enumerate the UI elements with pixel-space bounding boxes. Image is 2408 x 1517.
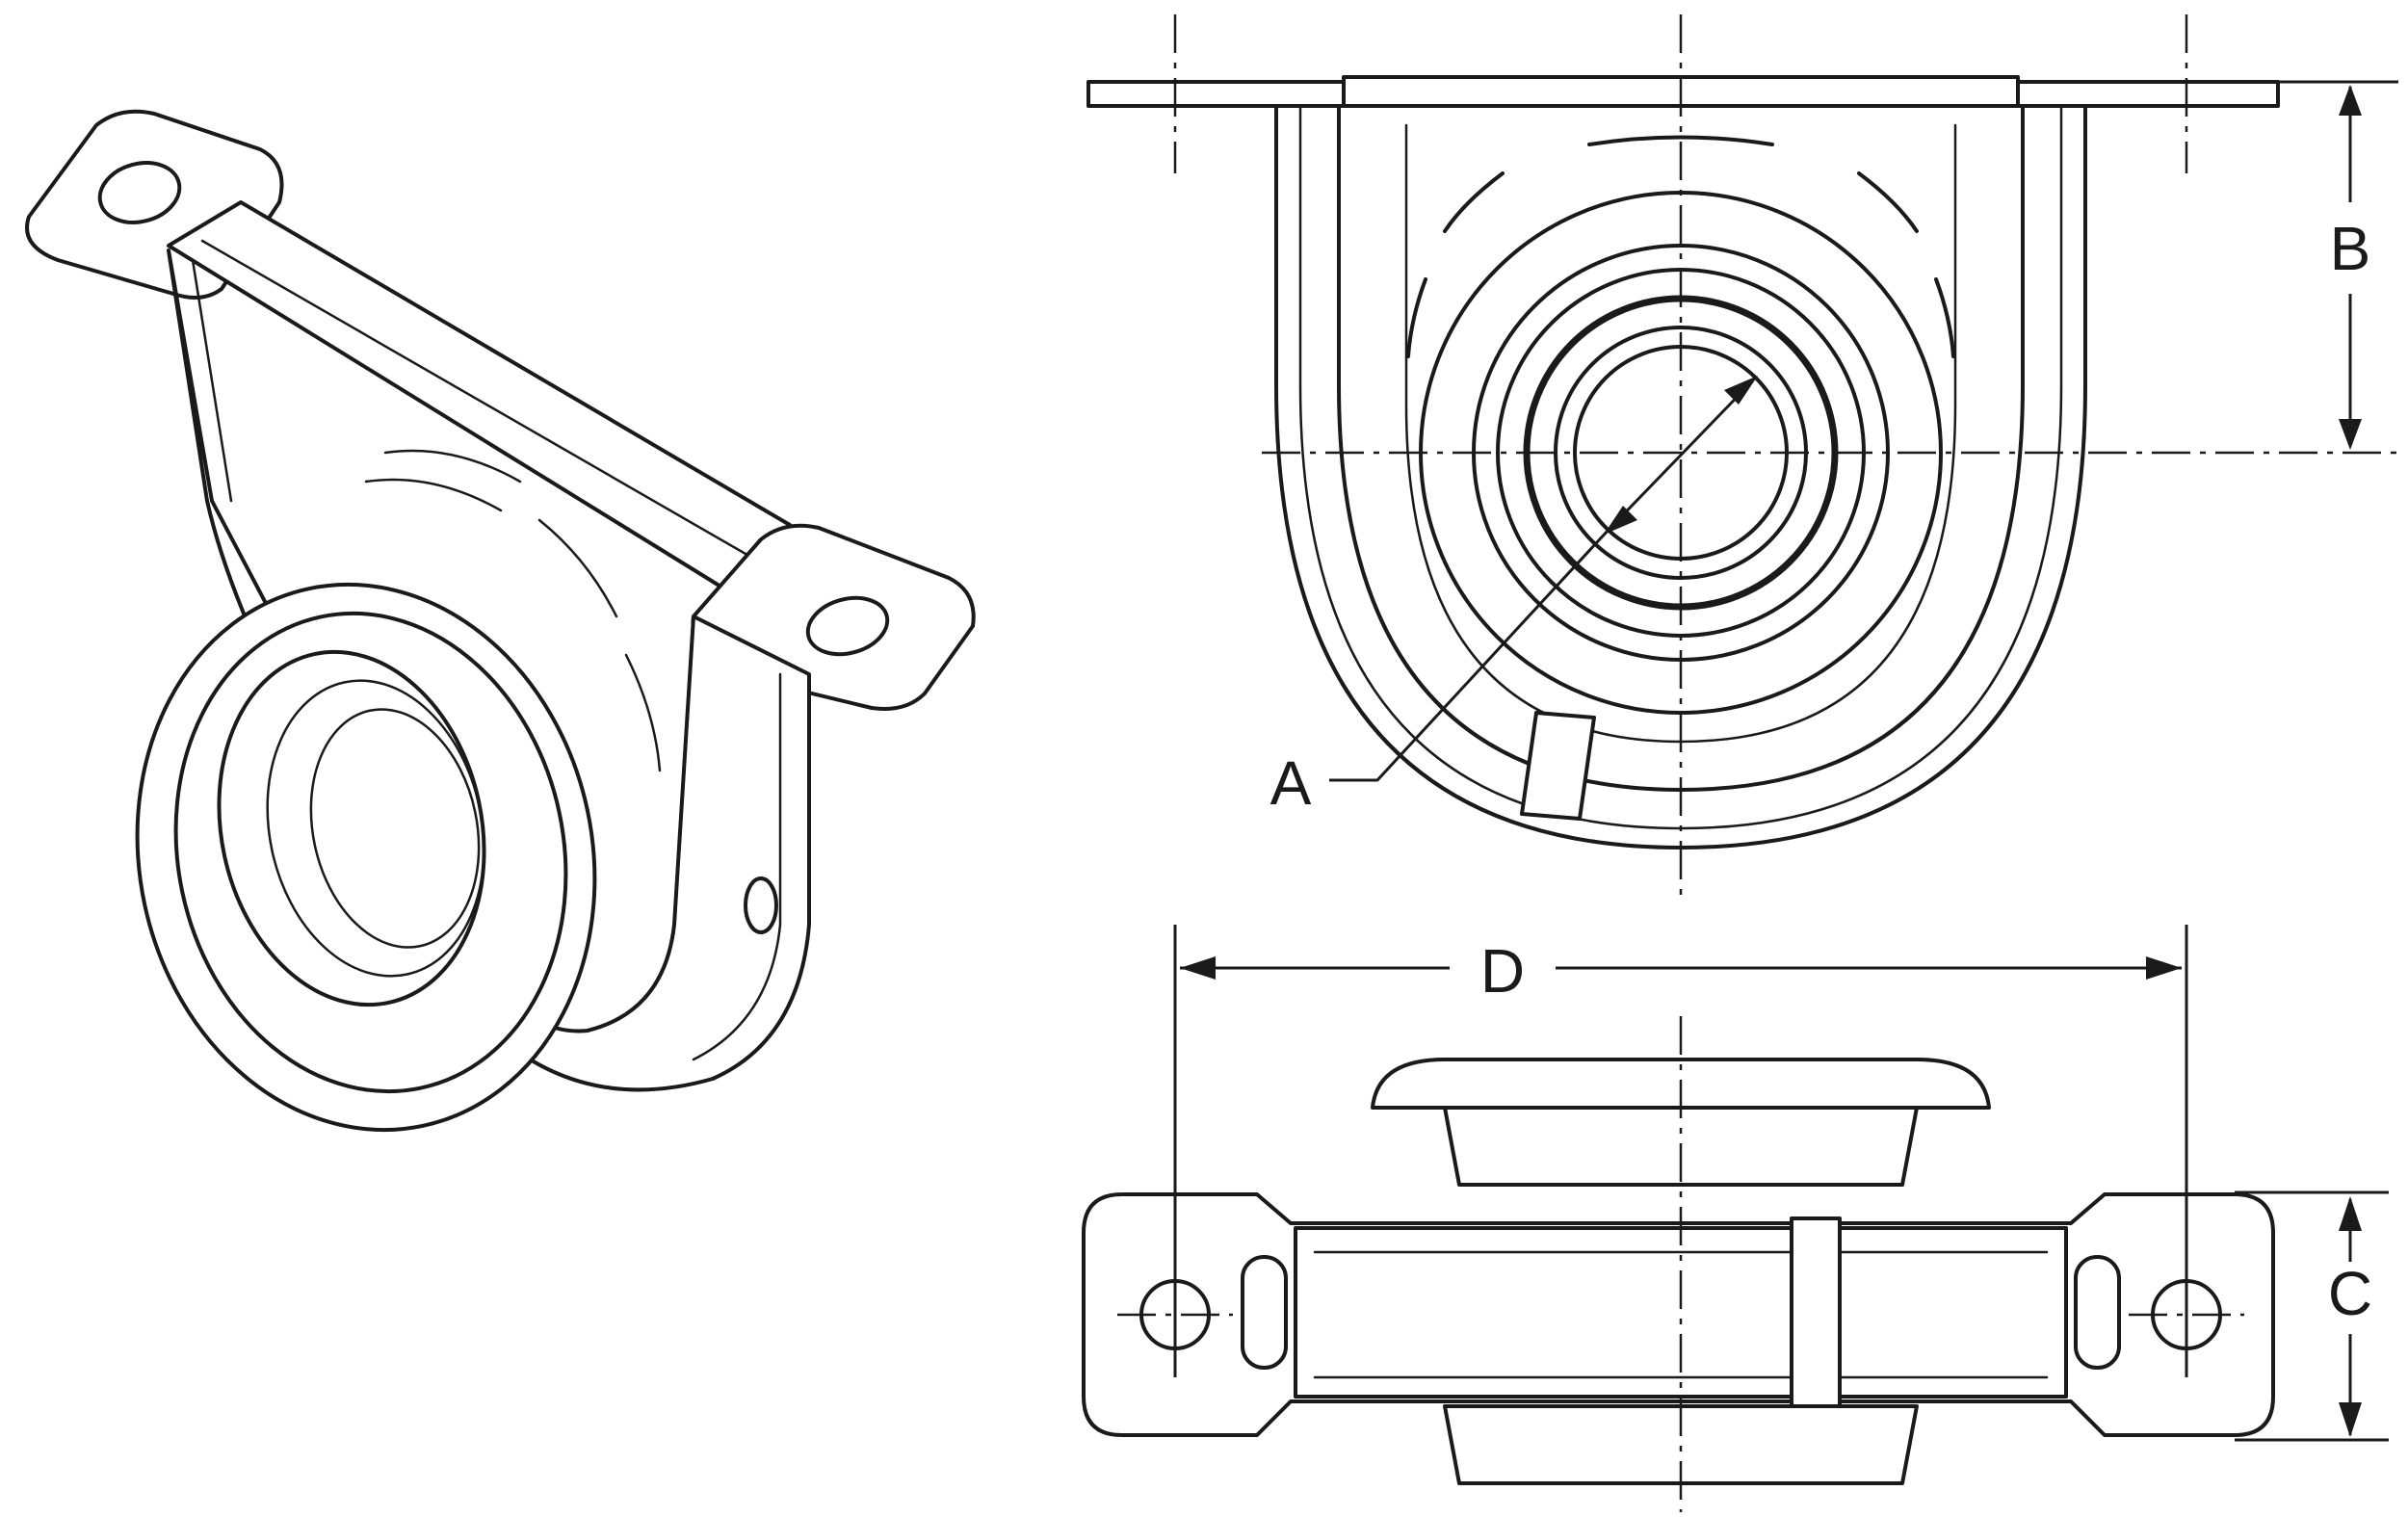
label-d: D: [1480, 936, 1525, 1006]
label-a: A: [1270, 748, 1312, 818]
bracket-rivet: [744, 876, 778, 934]
left-flange: [1086, 80, 1346, 108]
right-ear-hole: [805, 595, 890, 657]
bearing-inner-race: [266, 679, 485, 978]
bracket-tab: [1520, 711, 1596, 821]
isometric-view: [25, 109, 976, 1133]
dimension-b: B: [2061, 80, 2398, 450]
cushion-slots: [364, 449, 662, 772]
label-c: C: [2328, 1259, 2372, 1328]
u-bracket: [1274, 104, 2087, 850]
bracket-clamp: [1790, 1216, 1842, 1408]
cushion-slots-front: [1406, 135, 1955, 358]
front-view: A B: [1086, 14, 2398, 896]
dimension-a: A: [1270, 376, 1758, 818]
right-flange: [2016, 80, 2280, 108]
dimension-c: C: [2235, 1190, 2389, 1442]
label-b: B: [2330, 214, 2371, 283]
bearing-lower: [1443, 1404, 1919, 1485]
left-slot: [1241, 1255, 1288, 1370]
bracket-top-strap: [167, 200, 792, 589]
right-slot: [2074, 1255, 2121, 1370]
left-ear-hole: [97, 161, 182, 224]
dimension-d: D: [1173, 925, 2188, 1377]
bearing-seal-ring: [173, 611, 568, 1094]
top-view: D C: [1082, 925, 2389, 1512]
